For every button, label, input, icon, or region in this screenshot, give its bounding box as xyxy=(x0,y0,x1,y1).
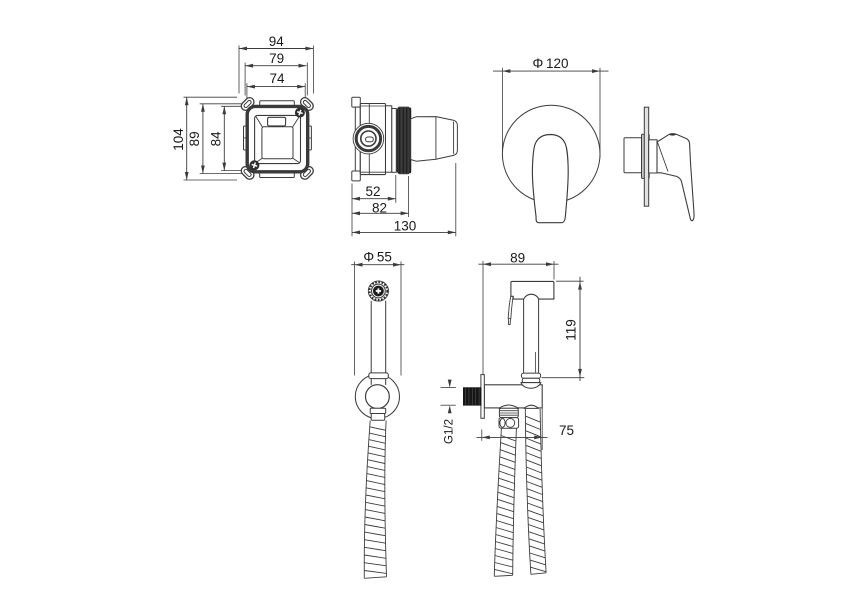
svg-text:130: 130 xyxy=(394,219,417,234)
svg-text:89: 89 xyxy=(187,131,202,146)
svg-text:G1/2: G1/2 xyxy=(444,419,456,444)
svg-text:52: 52 xyxy=(365,184,380,199)
svg-text:Φ 55: Φ 55 xyxy=(363,250,392,265)
svg-text:75: 75 xyxy=(559,423,574,438)
svg-text:119: 119 xyxy=(564,319,579,341)
svg-text:Φ 120: Φ 120 xyxy=(533,56,569,71)
svg-text:84: 84 xyxy=(209,131,224,147)
svg-text:104: 104 xyxy=(171,128,186,151)
svg-text:94: 94 xyxy=(269,34,285,49)
svg-text:74: 74 xyxy=(269,71,285,86)
svg-text:82: 82 xyxy=(372,200,387,215)
svg-text:79: 79 xyxy=(269,51,284,66)
svg-text:89: 89 xyxy=(510,251,525,266)
